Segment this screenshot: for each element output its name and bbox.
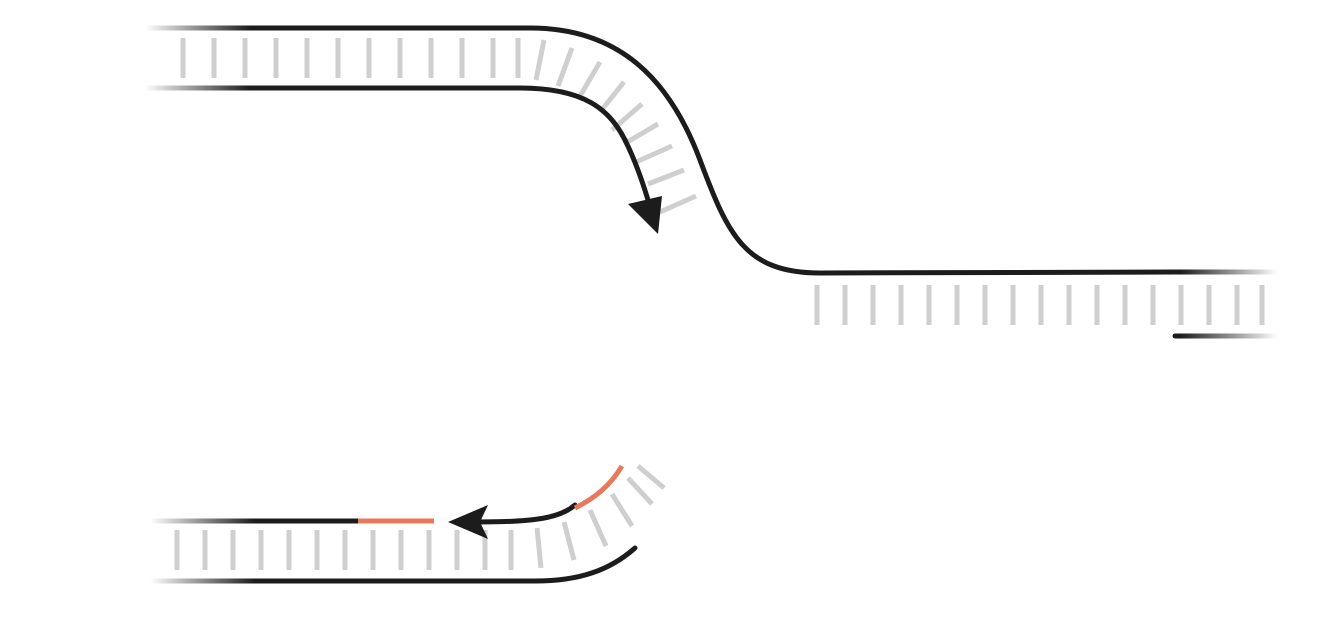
leading-strand-arrow <box>622 137 662 234</box>
bottom-outer-strand <box>149 545 638 584</box>
leading-arrow-line <box>622 137 651 203</box>
rna-primer-new <box>573 464 625 511</box>
top-inner-strand <box>144 85 628 143</box>
dna-backbones <box>144 25 1279 584</box>
base-pairs-top-arm <box>180 38 698 215</box>
lagging-strand-arrow <box>358 464 625 539</box>
base-pairs-parental-duplex <box>814 285 1265 325</box>
arrow-down-right-icon <box>628 196 662 234</box>
base-pairs-bottom-arm <box>174 464 666 570</box>
arrow-left-icon <box>448 505 488 539</box>
bottom-inner-strand <box>622 336 1175 560</box>
lagging-arrow-line <box>475 502 578 525</box>
top-outer-strand <box>144 25 1178 276</box>
